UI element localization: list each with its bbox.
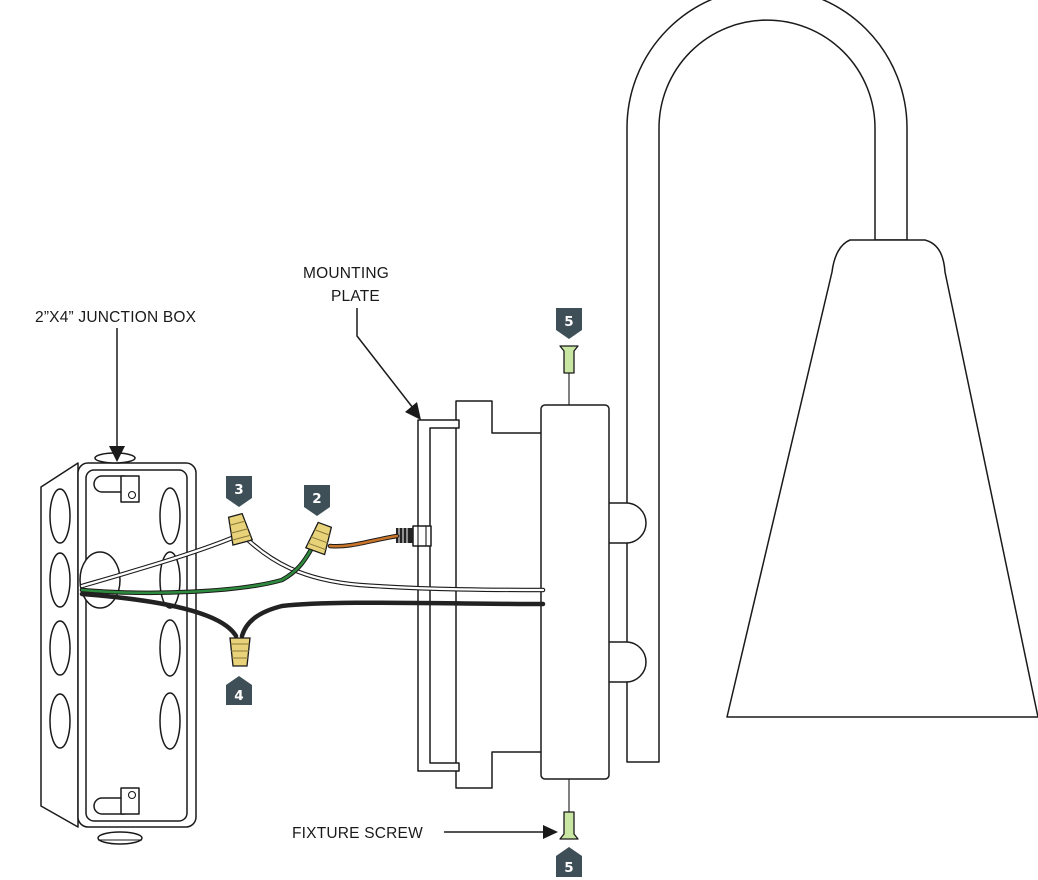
arm-knuckles	[604, 502, 647, 683]
badge-hot-connector: 4	[226, 676, 252, 705]
badge-ground-connector: 2	[304, 485, 330, 516]
bottom-fixture-screw	[559, 779, 579, 840]
callout-junction-box-arrow	[109, 328, 125, 462]
bottom-mount-ear	[120, 787, 140, 815]
lamp-shade	[726, 239, 1038, 718]
badge-label: 5	[564, 314, 573, 330]
top-fixture-screw	[559, 345, 579, 405]
badge-label: 2	[312, 491, 321, 507]
fixture-screw-label: FIXTURE SCREW	[292, 825, 423, 842]
ground-screw-thread	[396, 528, 413, 543]
fixture-canopy	[540, 404, 610, 780]
wire-nut-ground	[304, 521, 333, 556]
wires	[79, 533, 546, 639]
badge-label: 5	[564, 860, 573, 876]
mounting-plate	[396, 400, 546, 789]
junction-box-label: 2”X4” JUNCTION BOX	[35, 309, 197, 326]
badge-bottom-screw: 5	[556, 847, 582, 877]
mounting-plate-label-line1: MOUNTING	[303, 265, 389, 282]
wire-nut-neutral	[227, 512, 254, 546]
callout-mounting-plate-arrow	[356, 308, 421, 420]
top-mount-ear	[120, 475, 140, 503]
mounting-plate-label-line2: PLATE	[331, 288, 380, 305]
wire-nut-hot	[229, 637, 251, 667]
ground-screw	[412, 525, 432, 547]
badge-label: 4	[234, 688, 243, 704]
badge-neutral-connector: 3	[226, 476, 252, 507]
junction-box	[40, 452, 197, 845]
badge-label: 3	[234, 482, 243, 498]
badge-top-screw: 5	[556, 308, 582, 339]
callout-fixture-screw-arrow	[444, 825, 558, 839]
gooseneck-arm	[626, 0, 908, 763]
